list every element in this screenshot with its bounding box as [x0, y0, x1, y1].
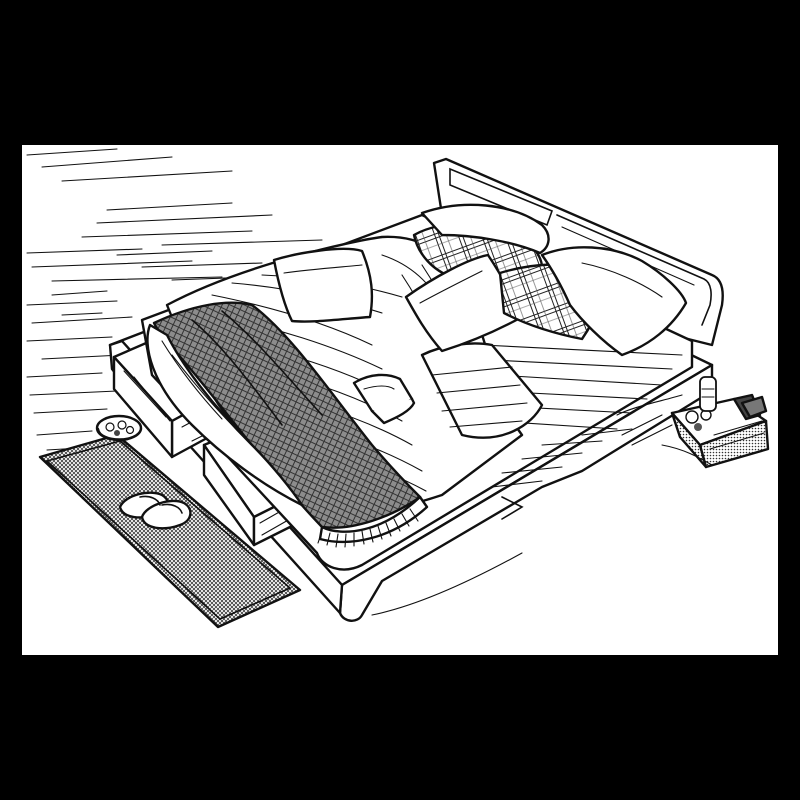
white-pillow-back [420, 203, 550, 255]
floor-hatching [26, 148, 323, 451]
rug [38, 433, 302, 629]
floor-shadow [371, 444, 713, 616]
slippers [118, 491, 192, 530]
basket [670, 376, 770, 469]
bowl [95, 414, 143, 442]
woven-throw [152, 301, 429, 548]
pillows [272, 203, 688, 357]
white-pillow-left [272, 247, 374, 323]
rolled-sheet [146, 323, 304, 507]
white-pillow-right [540, 246, 688, 357]
illustration-panel [22, 145, 778, 655]
folded-cloth [352, 373, 416, 425]
bedroom-illustration [22, 145, 778, 655]
